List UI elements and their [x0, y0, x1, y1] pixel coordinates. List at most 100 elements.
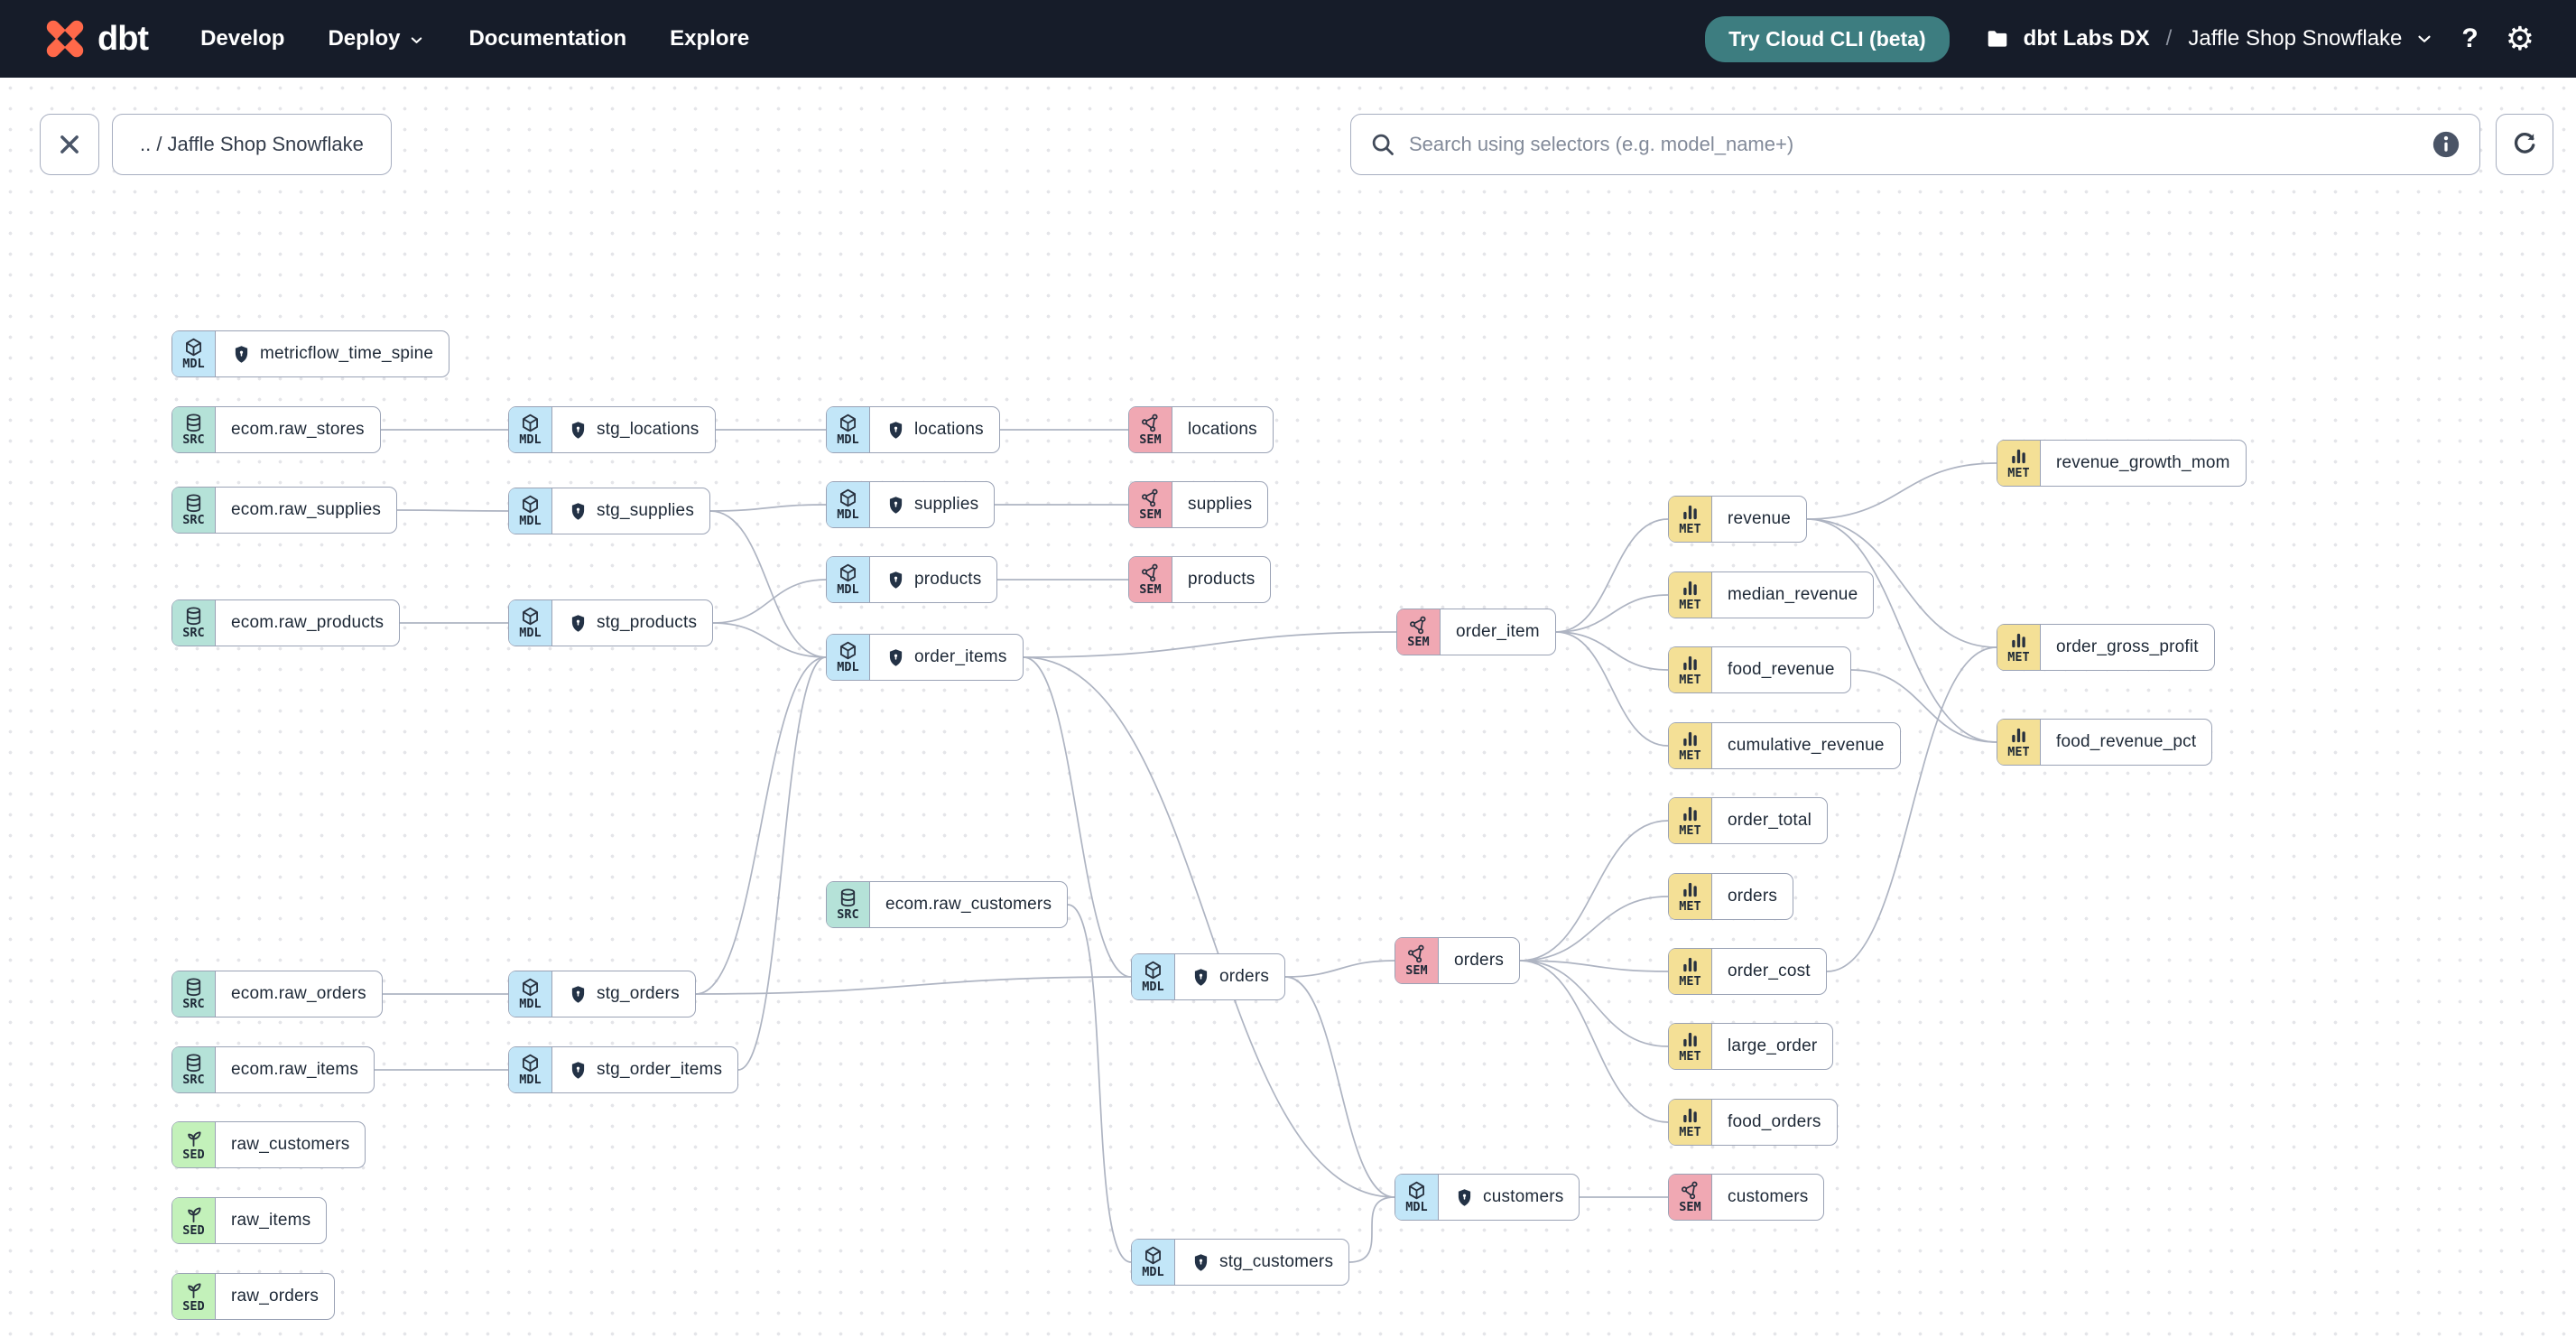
node-type-band: MDL	[172, 331, 216, 376]
node-type-label: SED	[182, 1148, 205, 1163]
node-type-label: MET	[1679, 1049, 1701, 1064]
node-type-label: MET	[1679, 823, 1701, 839]
edge-order_items-to-order_item_sem	[1023, 631, 1397, 658]
model-cube-icon	[840, 564, 856, 582]
node-label: locations	[914, 420, 984, 439]
nav-item-documentation[interactable]: Documentation	[468, 26, 627, 51]
node-label: order_gross_profit	[2056, 637, 2199, 656]
nav-item-deploy[interactable]: Deploy	[328, 26, 425, 51]
search-input[interactable]	[1409, 133, 2418, 156]
node-type-label: SRC	[837, 907, 859, 923]
edge-stg_products-to-order_items	[712, 622, 827, 658]
node-label: ecom.raw_items	[231, 1060, 359, 1079]
nav-item-develop[interactable]: Develop	[200, 26, 285, 51]
node-body: products	[1172, 557, 1270, 602]
help-icon[interactable]: ?	[2461, 23, 2479, 53]
semantic-model-icon	[1142, 413, 1158, 432]
dbt-logo[interactable]: dbt	[42, 15, 149, 62]
info-icon[interactable]	[2431, 129, 2461, 160]
node-label: orders	[1219, 967, 1270, 986]
node-type-label: MDL	[837, 660, 859, 675]
breadcrumb[interactable]: .. / Jaffle Shop Snowflake	[112, 114, 392, 175]
node-type-band: MDL	[509, 971, 552, 1017]
project-switcher[interactable]: dbt Labs DX / Jaffle Shop Snowflake	[1984, 26, 2435, 51]
metric-icon	[2012, 634, 2025, 648]
edge-order_item_sem-to-food_revenue	[1555, 631, 1669, 671]
gear-icon[interactable]: ⚙	[2505, 20, 2534, 57]
node-label: products	[914, 570, 982, 589]
source-database-icon	[186, 413, 201, 432]
node-body: order_cost	[1712, 949, 1826, 994]
seed-icon	[188, 1131, 201, 1148]
node-body: stg_customers	[1175, 1240, 1348, 1285]
model-cube-icon	[840, 642, 856, 660]
refresh-button[interactable]	[2496, 114, 2553, 175]
source-database-icon	[186, 607, 201, 626]
shield-icon	[571, 614, 585, 632]
node-body: raw_orders	[216, 1274, 334, 1319]
node-label: orders	[1728, 887, 1778, 906]
node-label: food_revenue_pct	[2056, 732, 2197, 751]
model-cube-icon	[523, 496, 538, 514]
node-type-label: MDL	[519, 432, 542, 448]
node-type-label: MDL	[837, 582, 859, 598]
model-cube-icon	[523, 414, 538, 432]
edge-stg_customers-to-customers_mdl	[1348, 1196, 1395, 1263]
model-cube-icon	[1409, 1182, 1424, 1200]
metric-icon	[2012, 450, 2025, 464]
node-label: supplies	[914, 495, 979, 514]
node-type-band: SEM	[1129, 482, 1172, 527]
node-large_order[interactable]: MET large_order	[1668, 1023, 1834, 1070]
node-type-label: MET	[1679, 1125, 1701, 1140]
node-label: customers	[1728, 1187, 1809, 1206]
node-type-band: MET	[1669, 647, 1712, 692]
node-products_mdl[interactable]: MDL products	[826, 556, 998, 603]
node-type-label: SEM	[1407, 635, 1430, 650]
try-cloud-cli-button[interactable]: Try Cloud CLI (beta)	[1705, 15, 1950, 62]
edge-stg_supplies-to-supplies_mdl	[709, 504, 827, 512]
node-label: large_order	[1728, 1036, 1818, 1055]
node-body: order_gross_profit	[2041, 625, 2214, 670]
nav-item-explore[interactable]: Explore	[670, 26, 750, 51]
close-button[interactable]	[40, 114, 99, 175]
